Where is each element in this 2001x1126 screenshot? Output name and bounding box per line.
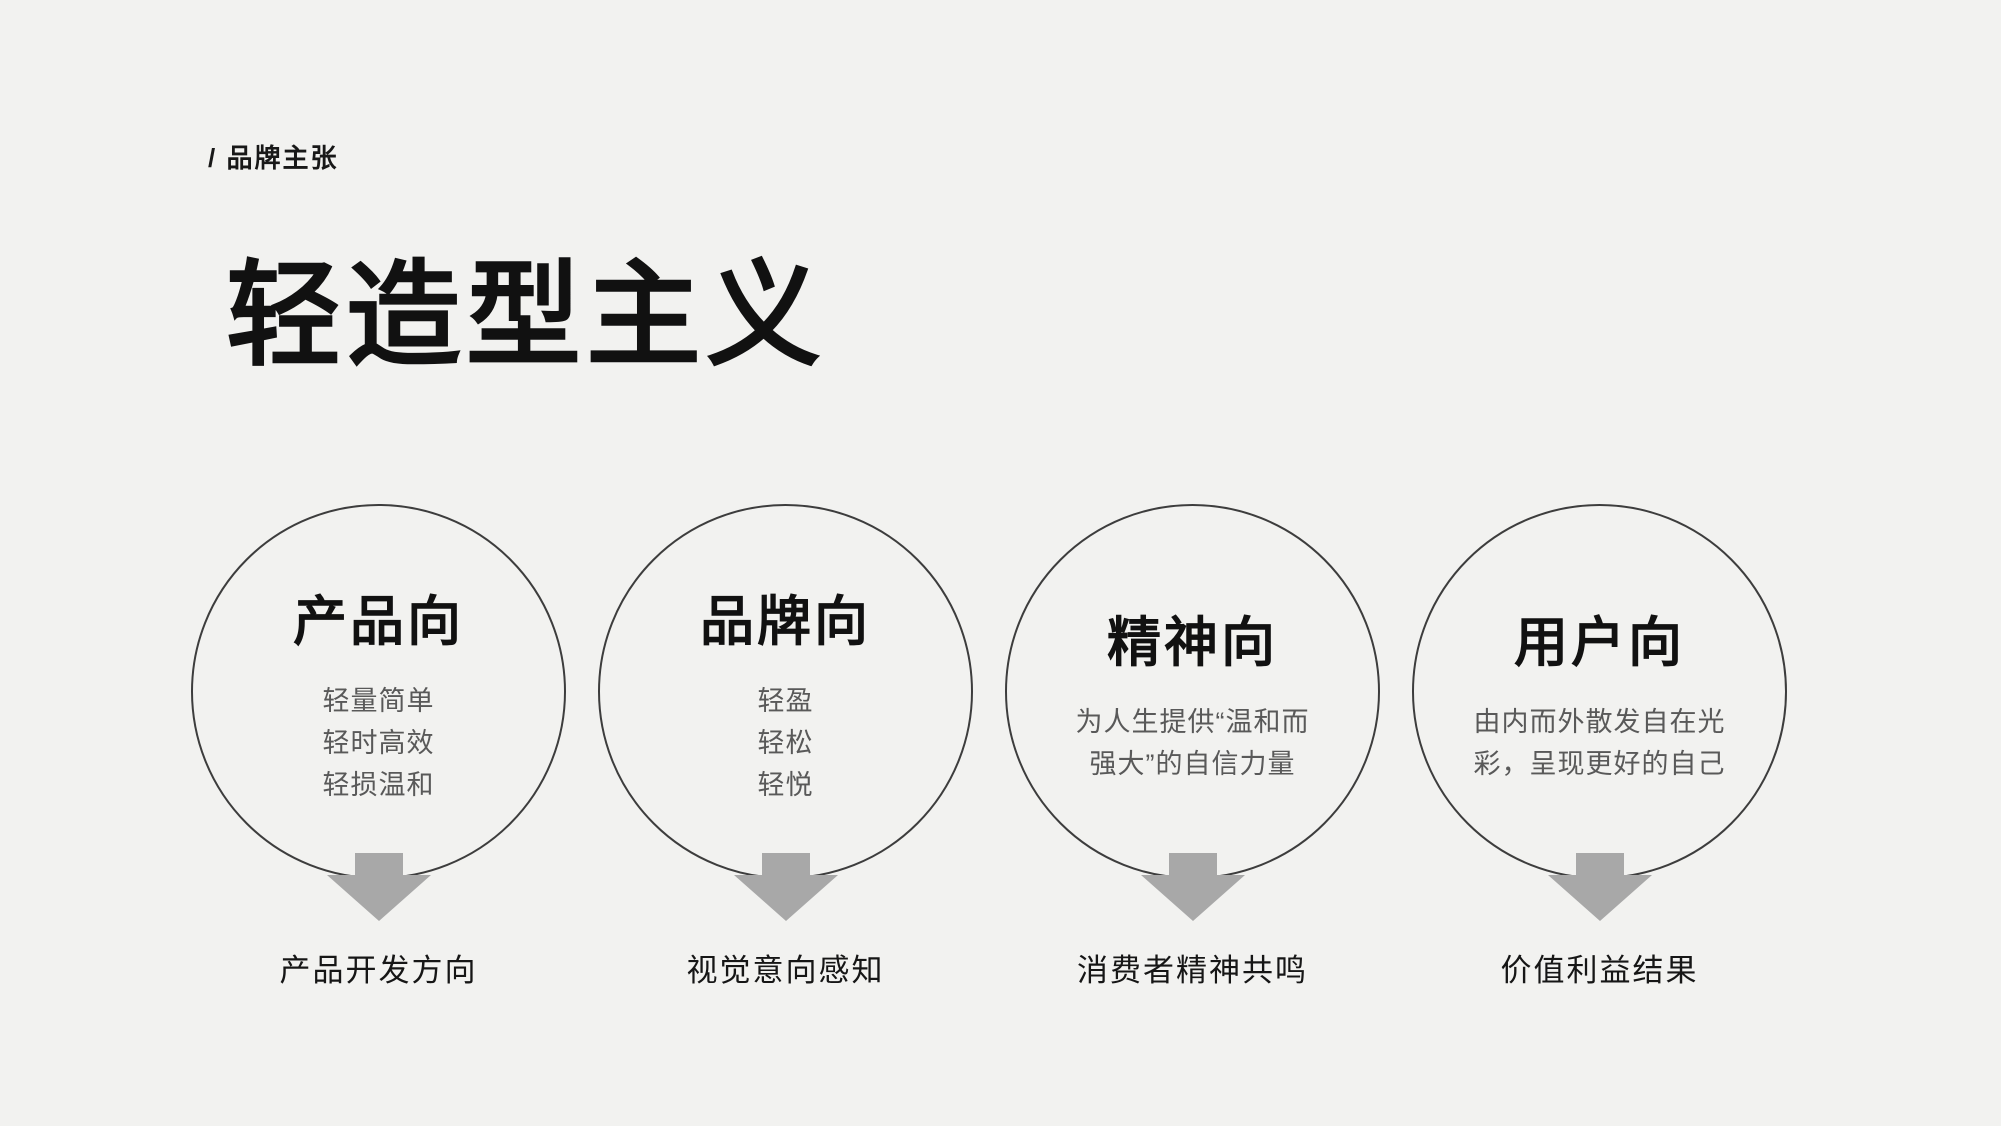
pillar-product: 产品向 轻量简单 轻时高效 轻损温和 产品开发方向 <box>191 504 566 990</box>
pillar-line: 轻量简单 <box>322 686 435 716</box>
pillar-line: 轻盈 <box>757 686 814 716</box>
pillar-heading: 用户向 <box>1514 613 1685 673</box>
pillar-circle: 精神向 为人生提供“温和而 强大”的自信力量 <box>1005 504 1380 879</box>
pillar-heading: 产品向 <box>293 592 464 652</box>
arrow-head <box>733 875 838 921</box>
pillar-line: 轻损温和 <box>322 770 435 800</box>
pillar-line: 强大”的自信力量 <box>1089 749 1296 779</box>
arrow-down-icon <box>1547 853 1652 921</box>
pillar-result-label: 消费者精神共鸣 <box>1077 953 1308 988</box>
arrow-head <box>1547 875 1652 921</box>
pillar-heading: 品牌向 <box>700 592 871 652</box>
pillar-spirit: 精神向 为人生提供“温和而 强大”的自信力量 消费者精神共鸣 <box>1005 504 1380 990</box>
pillar-heading: 精神向 <box>1107 613 1278 673</box>
arrow-stem <box>1168 853 1217 875</box>
pillar-circle: 产品向 轻量简单 轻时高效 轻损温和 <box>191 504 566 879</box>
pillar-line: 为人生提供“温和而 <box>1075 707 1310 737</box>
pillar-line: 轻松 <box>757 728 814 758</box>
pillar-line: 轻悦 <box>757 770 814 800</box>
arrow-stem <box>761 853 810 875</box>
breadcrumb: / 品牌主张 <box>208 143 339 173</box>
pillar-line: 由内而外散发自在光 <box>1473 707 1726 737</box>
arrow-head <box>326 875 431 921</box>
arrow-stem <box>1575 853 1624 875</box>
pillar-line: 彩，呈现更好的自己 <box>1473 749 1726 779</box>
pillar-result-label: 视觉意向感知 <box>686 953 885 988</box>
pillar-circle: 品牌向 轻盈 轻松 轻悦 <box>598 504 973 879</box>
pillar-result-label: 价值利益结果 <box>1500 953 1699 988</box>
page-title: 轻造型主义 <box>226 252 827 380</box>
arrow-down-icon <box>733 853 838 921</box>
arrow-head <box>1140 875 1245 921</box>
pillar-brand: 品牌向 轻盈 轻松 轻悦 视觉意向感知 <box>598 504 973 990</box>
pillar-user: 用户向 由内而外散发自在光 彩，呈现更好的自己 价值利益结果 <box>1412 504 1787 990</box>
pillar-circle: 用户向 由内而外散发自在光 彩，呈现更好的自己 <box>1412 504 1787 879</box>
pillar-lines: 为人生提供“温和而 强大”的自信力量 <box>1076 701 1310 785</box>
arrow-down-icon <box>326 853 431 921</box>
pillar-line: 轻时高效 <box>322 728 435 758</box>
pillar-result-label: 产品开发方向 <box>279 953 478 988</box>
arrow-down-icon <box>1140 853 1245 921</box>
pillar-lines: 轻量简单 轻时高效 轻损温和 <box>323 680 435 806</box>
pillar-lines: 轻盈 轻松 轻悦 <box>758 680 814 806</box>
pillars-row: 产品向 轻量简单 轻时高效 轻损温和 产品开发方向 品牌向 轻盈 轻松 轻悦 <box>191 504 1787 990</box>
pillar-lines: 由内而外散发自在光 彩，呈现更好的自己 <box>1474 701 1726 785</box>
arrow-stem <box>354 853 403 875</box>
